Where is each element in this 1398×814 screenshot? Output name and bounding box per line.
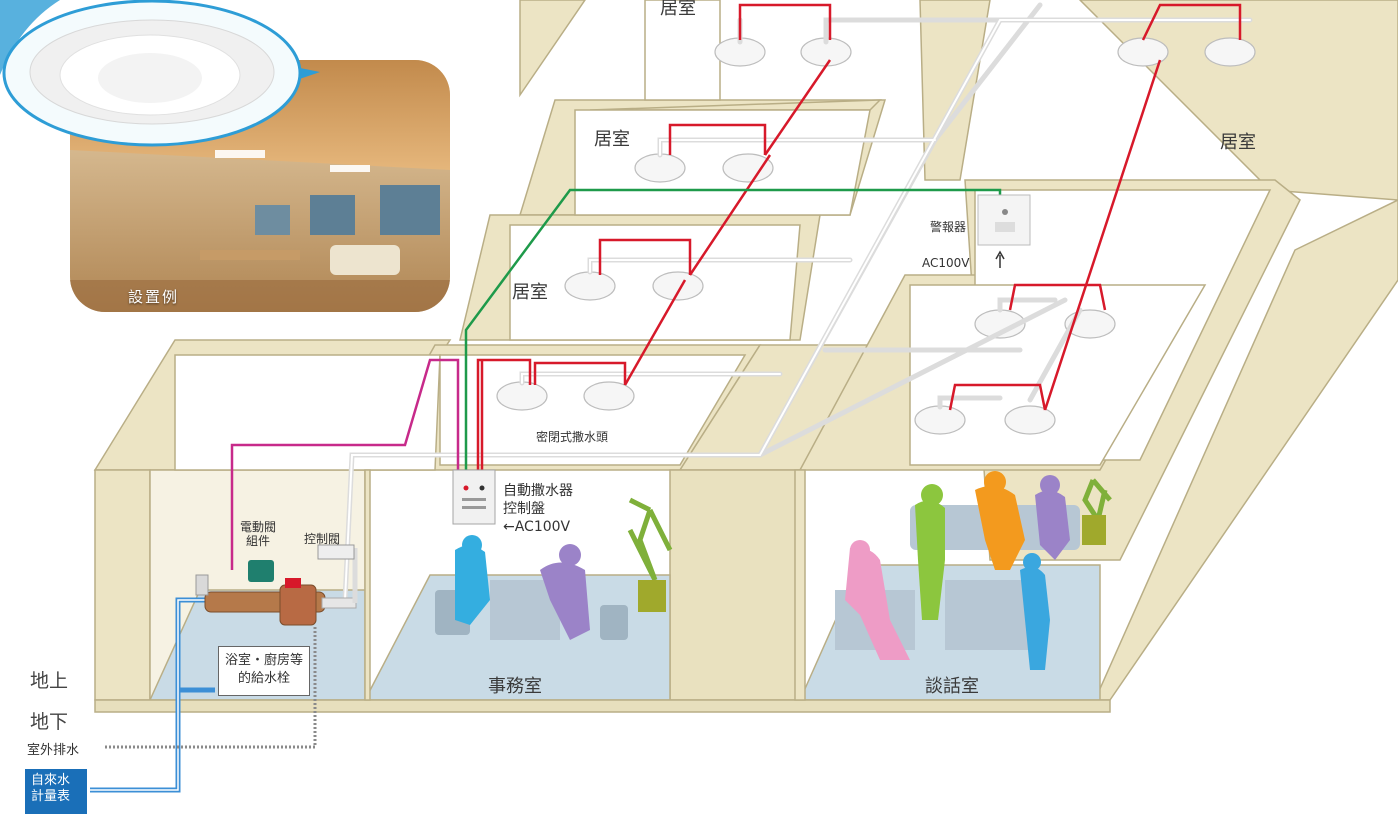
sprinkler-head-label: 密閉式撒水頭 bbox=[536, 430, 609, 444]
faucet-line1: 浴室・廚房等 bbox=[224, 653, 303, 668]
installation-photo bbox=[2, 0, 450, 312]
control-panel-power: ←AC100V bbox=[503, 519, 571, 535]
faucet-line2: 的給水栓 bbox=[237, 671, 290, 686]
office-scene bbox=[435, 497, 673, 640]
alarm-power-arrow bbox=[995, 250, 1005, 268]
control-panel-label-line1: 自動撒水器 bbox=[503, 483, 573, 499]
floor-edges bbox=[94, 699, 1111, 713]
electric-valve-line2: 組件 bbox=[246, 534, 271, 548]
alarm-unit bbox=[977, 194, 1031, 246]
control-valve-label: 控制閥 bbox=[304, 532, 341, 546]
below-ground-label: 地下 bbox=[30, 711, 69, 733]
drain-pipe bbox=[105, 625, 317, 749]
photo-caption: 設置例 bbox=[128, 288, 180, 306]
green-alarm-wire bbox=[464, 188, 1002, 470]
lounge-scene bbox=[835, 471, 1112, 670]
electric-valve-label: 電動閥 組件 bbox=[240, 520, 276, 548]
above-ground-label: 地上 bbox=[30, 670, 69, 692]
control-panel-label-line2: 控制盤 bbox=[503, 501, 545, 517]
white-pipes-inner bbox=[344, 19, 1251, 601]
room-label-top: 居室 bbox=[660, 0, 696, 19]
alarm-label: 警報器 bbox=[930, 220, 967, 234]
drain-label: 室外排水 bbox=[27, 743, 80, 758]
office-label: 事務室 bbox=[488, 676, 542, 697]
sprinkler-heads bbox=[496, 37, 1256, 435]
valve-assembly bbox=[195, 544, 358, 626]
lounge-label: 談話室 bbox=[925, 676, 979, 697]
room-label-mid: 居室 bbox=[512, 282, 548, 303]
red-wires bbox=[476, 3, 1242, 470]
corner-swoosh bbox=[0, 0, 60, 75]
alarm-power-label: AC100V bbox=[922, 256, 970, 270]
magenta-valve-wire bbox=[230, 358, 460, 570]
water-meter-box: 自來水 計量表 bbox=[25, 769, 87, 814]
room-label-right: 居室 bbox=[1220, 132, 1256, 153]
faucet-box: 浴室・廚房等 的給水栓 bbox=[218, 646, 310, 696]
room-label-upper: 居室 bbox=[594, 129, 630, 150]
electric-valve-line1: 電動閥 bbox=[240, 520, 277, 534]
front-walls bbox=[364, 469, 806, 701]
control-panel-unit bbox=[452, 469, 496, 525]
control-panel-label: 自動撒水器 控制盤 ←AC100V bbox=[503, 482, 573, 536]
meter-line2: 計量表 bbox=[31, 789, 71, 804]
meter-line1: 自來水 bbox=[31, 773, 71, 788]
